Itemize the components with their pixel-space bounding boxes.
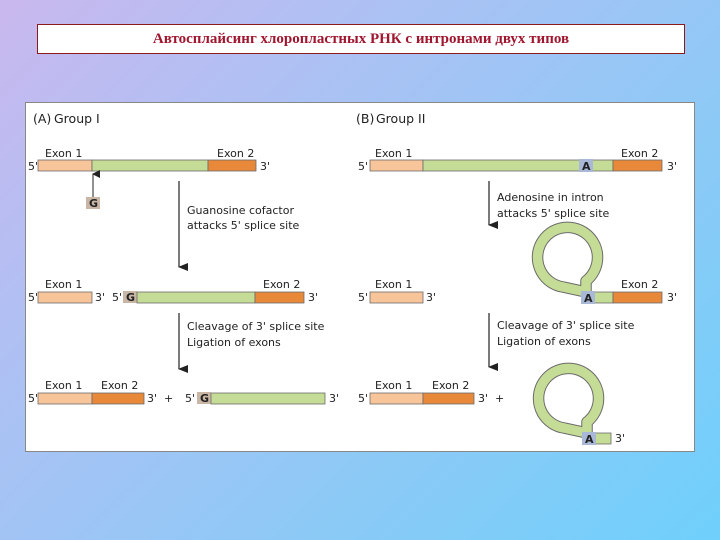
- a-r2-exon2: [255, 292, 304, 303]
- b-row1-premrna: Exon 1 Exon 2 5' A 3': [358, 147, 677, 173]
- a-r3-plus: +: [164, 392, 173, 405]
- panel-b-group: Group II: [376, 111, 425, 126]
- a-r2-g-label: G: [126, 291, 135, 304]
- b-r1-5prime: 5': [358, 160, 368, 173]
- a-r2-exon1: [38, 292, 92, 303]
- b-r3-exon1: [370, 393, 423, 404]
- b-r3-plus: +: [495, 392, 504, 405]
- a-step2-line1: Cleavage of 3' splice site: [187, 320, 325, 333]
- a-r3-exon2-label: Exon 2: [101, 379, 138, 392]
- title-box: Автосплайсинг хлоропластных РНК с интрон…: [37, 24, 685, 54]
- a-row2-intermediate: Exon 1 Exon 2 5' 3' 5' G 3': [28, 278, 318, 304]
- b-r2-exon1-label: Exon 1: [375, 278, 412, 291]
- b-r2-5prime: 5': [358, 291, 368, 304]
- b-r3-3prime: 3': [478, 392, 488, 405]
- a-r3-3prime: 3': [147, 392, 157, 405]
- a-r2-exon1-label: Exon 1: [45, 278, 82, 291]
- a-r3-3prime-intron: 3': [329, 392, 339, 405]
- b-r1-exon1: [370, 160, 423, 171]
- a-r1-5prime: 5': [28, 160, 38, 173]
- a-r1-exon1-label: Exon 1: [45, 147, 82, 160]
- a-r1-intron: [92, 160, 208, 171]
- b-r3-exon2: [423, 393, 474, 404]
- a-r1-exon1: [38, 160, 92, 171]
- panel-a-letter: (A): [33, 111, 51, 126]
- a-r3-intron: [211, 393, 325, 404]
- b-r2-exon1: [370, 292, 423, 303]
- panel-b: (B) Group II Exon 1 Exon 2 5' A 3' Adeno…: [356, 111, 677, 446]
- a-r3-g-label: G: [200, 392, 209, 405]
- a-step1-line1: Guanosine cofactor: [187, 204, 294, 217]
- a-r1-3prime: 3': [260, 160, 270, 173]
- a-r3-exon1: [38, 393, 92, 404]
- b-r3-5prime: 5': [358, 392, 368, 405]
- a-r2-5prime: 5': [28, 291, 38, 304]
- a-step1-line2: attacks 5' splice site: [187, 219, 300, 232]
- panel-a-group: Group I: [54, 111, 100, 126]
- b-r2-a-label: A: [584, 292, 593, 305]
- b-r2-exon2-label: Exon 2: [621, 278, 658, 291]
- a-step2-line2: Ligation of exons: [187, 336, 281, 349]
- b-r2-3prime: 3': [667, 291, 677, 304]
- b-step2-line1: Cleavage of 3' splice site: [497, 319, 635, 332]
- b-r3-a-label: A: [585, 433, 594, 446]
- b-step1-line1: Adenosine in intron: [497, 191, 604, 204]
- a-r2-intron: [137, 292, 255, 303]
- b-step2-line2: Ligation of exons: [497, 335, 591, 348]
- a-r2-exon2-label: Exon 2: [263, 278, 300, 291]
- a-r1-exon2-label: Exon 2: [217, 147, 254, 160]
- splicing-diagram: (A) Group I Exon 1 Exon 2 5' 3' G Guanos…: [26, 103, 696, 453]
- a-r3-exon2: [92, 393, 144, 404]
- panel-a: (A) Group I Exon 1 Exon 2 5' 3' G Guanos…: [28, 111, 339, 405]
- b-r1-a-label: A: [582, 160, 591, 173]
- b-r3-exon1-label: Exon 1: [375, 379, 412, 392]
- b-r3-exon2-label: Exon 2: [432, 379, 469, 392]
- a-row3-products: Exon 1 Exon 2 5' 3' + 5' G 3': [28, 379, 339, 405]
- a-r2-5prime-mid: 5': [112, 291, 122, 304]
- b-r1-exon2: [613, 160, 662, 171]
- a-r3-exon1-label: Exon 1: [45, 379, 82, 392]
- a-r2-3prime: 3': [308, 291, 318, 304]
- b-row2-intermediate: Exon 1 Exon 2 5' 3' A 3': [358, 227, 677, 305]
- a-row1-premrna: Exon 1 Exon 2 5' 3' G: [28, 147, 270, 210]
- b-r2-3prime-left: 3': [426, 291, 436, 304]
- panel-b-letter: (B): [356, 111, 374, 126]
- page-title: Автосплайсинг хлоропластных РНК с интрон…: [153, 31, 569, 48]
- b-r3-3prime-intron: 3': [615, 432, 625, 445]
- b-r1-exon1-label: Exon 1: [375, 147, 412, 160]
- a-r2-3prime-left: 3': [95, 291, 105, 304]
- a-g-label: G: [89, 197, 98, 210]
- b-step1-line2: attacks 5' splice site: [497, 207, 610, 220]
- a-r3-5prime-intron: 5': [185, 392, 195, 405]
- diagram-panel: (A) Group I Exon 1 Exon 2 5' 3' G Guanos…: [25, 102, 695, 452]
- a-r3-5prime: 5': [28, 392, 38, 405]
- b-r2-exon2: [613, 292, 662, 303]
- b-r1-exon2-label: Exon 2: [621, 147, 658, 160]
- b-r1-3prime: 3': [667, 160, 677, 173]
- a-r1-exon2: [208, 160, 256, 171]
- b-row3-products: Exon 1 Exon 2 5' 3' + A 3': [358, 368, 625, 446]
